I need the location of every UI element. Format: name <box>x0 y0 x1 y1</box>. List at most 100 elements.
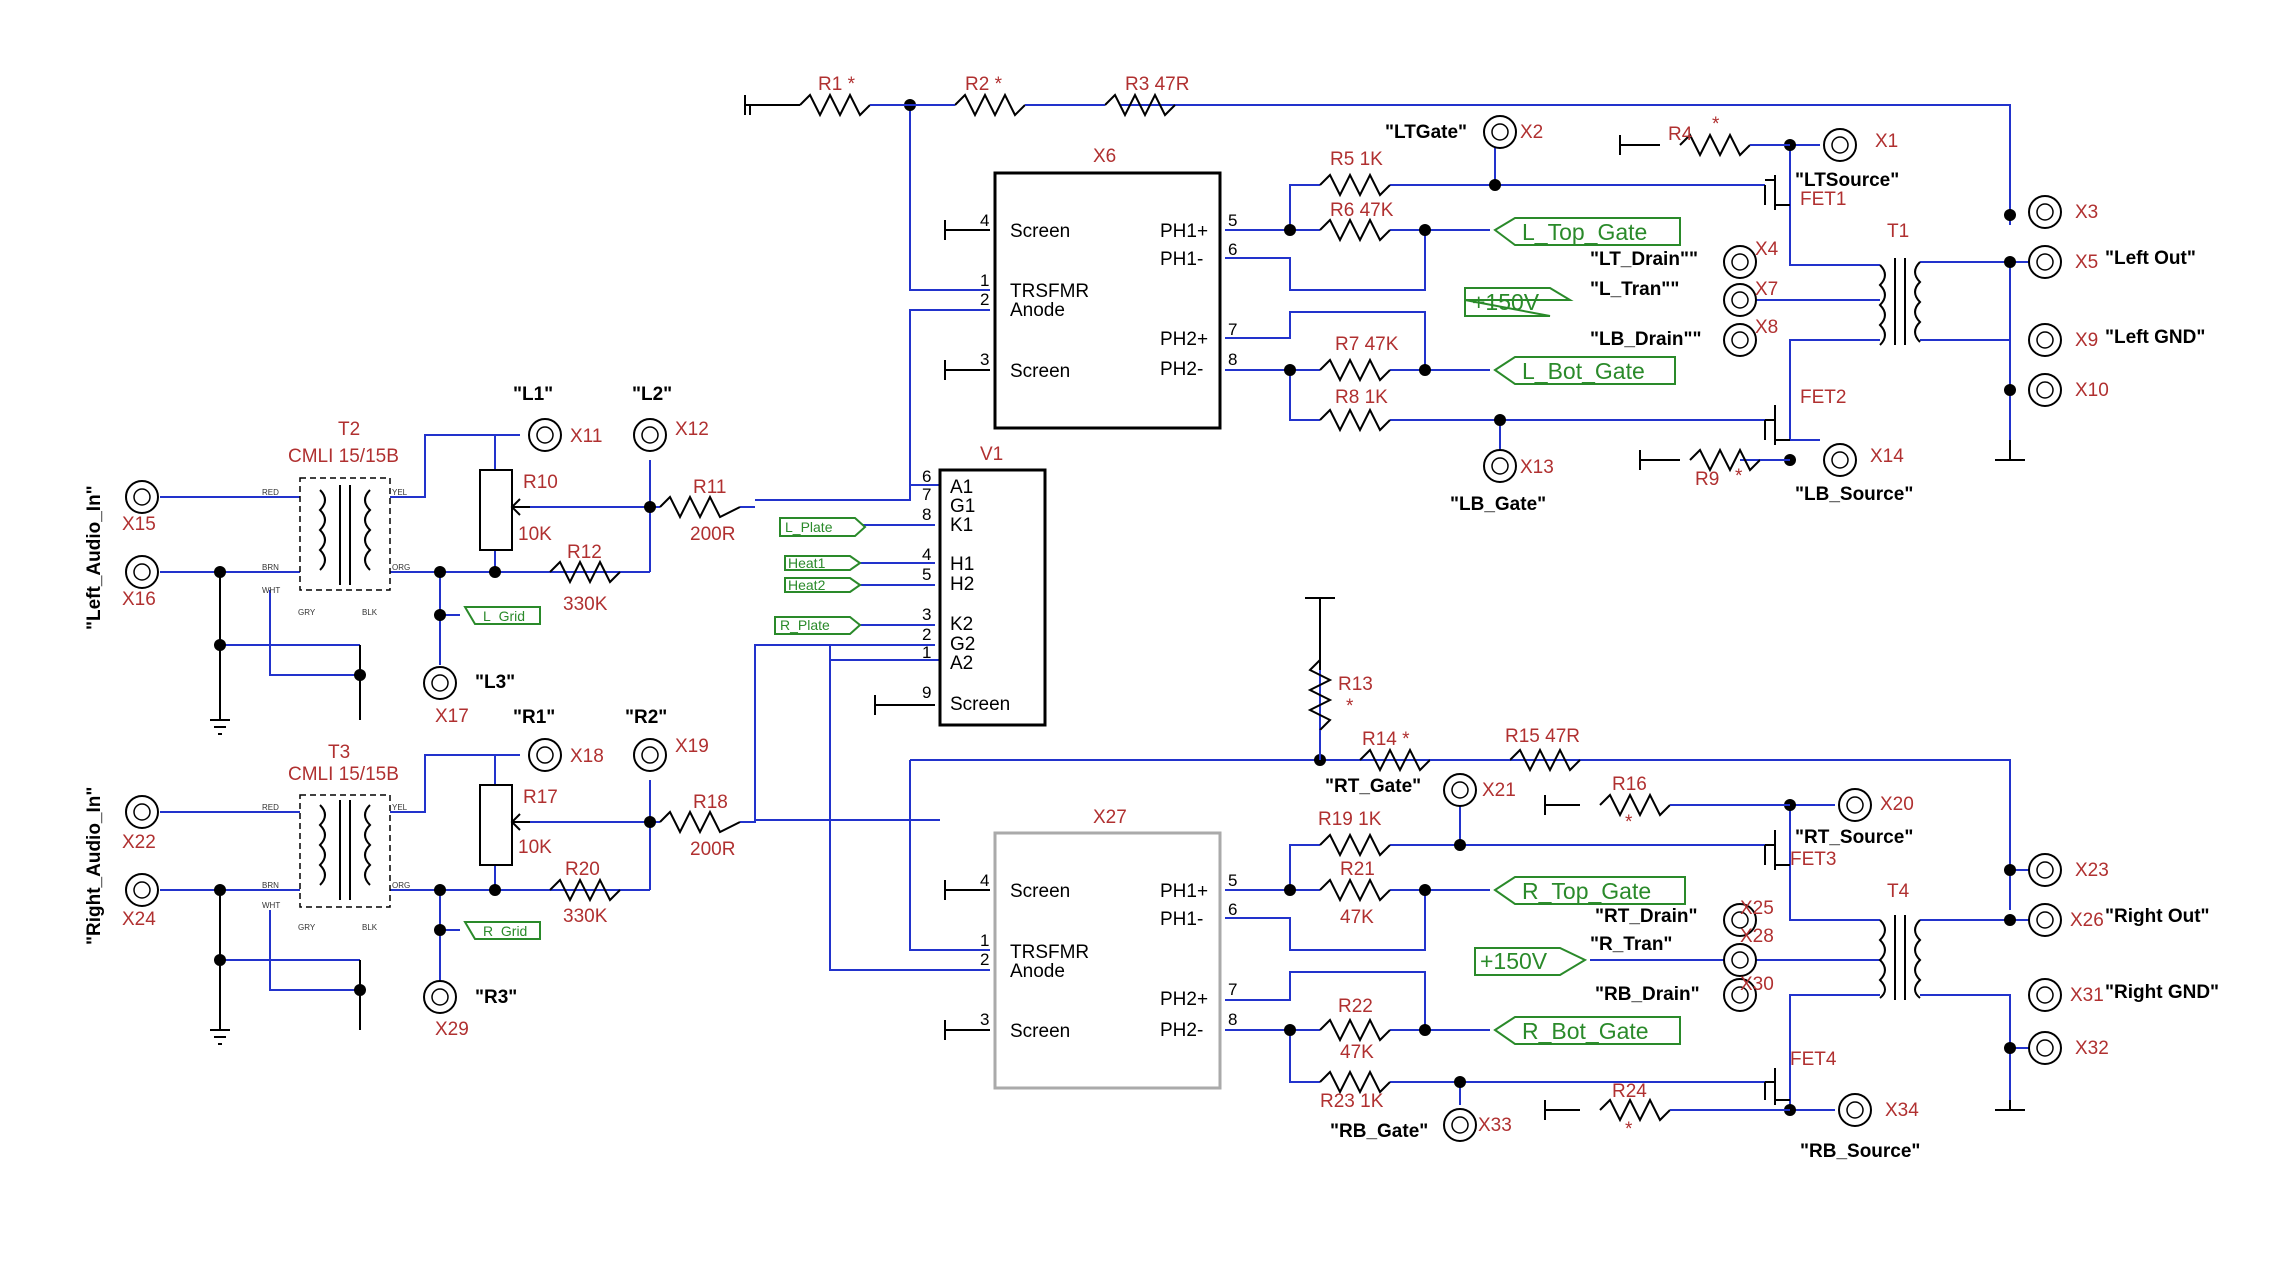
label-X30: X30 <box>1740 974 1774 995</box>
x27-pin8: 8 <box>1228 1010 1237 1029</box>
resistor-R6[interactable] <box>1319 217 1391 243</box>
net-RT_Drain: "RT_Drain" <box>1595 906 1697 927</box>
resistor-R5[interactable] <box>1319 172 1391 198</box>
label-X20: X20 <box>1880 794 1914 815</box>
label-X22: X22 <box>122 832 156 853</box>
label-R20: R20 <box>565 859 600 880</box>
net-LTSource: "LTSource" <box>1795 170 1899 191</box>
v1-screen: Screen <box>950 694 1010 715</box>
svg-text:ORG: ORG <box>392 563 410 572</box>
resistors <box>549 92 1761 1123</box>
v1-G1: G1 <box>950 496 975 517</box>
net-RT_Gate: "RT_Gate" <box>1325 776 1421 797</box>
svg-text:BRN: BRN <box>262 563 279 572</box>
label-T4: T4 <box>1887 881 1910 902</box>
resistor-R12[interactable] <box>549 559 621 585</box>
resistor-R23[interactable] <box>1319 1069 1391 1095</box>
label-T1: T1 <box>1887 221 1909 242</box>
label-T3: T3 <box>328 742 350 763</box>
net-LB_Drain: "LB_Drain"" <box>1590 329 1702 350</box>
label-R7: R7 47K <box>1335 334 1399 355</box>
resistor-R24[interactable] <box>1599 1097 1671 1123</box>
label-R17-value: 10K <box>518 837 552 858</box>
label-X18: X18 <box>570 746 604 767</box>
resistor-R13[interactable] <box>1307 659 1333 731</box>
tag-R_Top_Gate: R_Top_Gate <box>1522 878 1651 904</box>
resistor-R9[interactable] <box>1689 447 1761 473</box>
x6-screen-bottom: Screen <box>1010 361 1070 382</box>
net-tags <box>463 217 1686 1045</box>
resistor-R18[interactable] <box>659 809 741 835</box>
potentiometer-R17[interactable] <box>479 784 530 866</box>
potentiometer-R10[interactable] <box>479 469 530 551</box>
label-R14: R14 * <box>1362 729 1410 750</box>
label-R21-value: 47K <box>1340 907 1374 928</box>
label-X28: X28 <box>1740 926 1774 947</box>
label-R10: R10 <box>523 472 558 493</box>
x27-ph1m: PH1- <box>1160 909 1203 930</box>
resistor-R4[interactable] <box>1679 132 1751 158</box>
resistor-R7[interactable] <box>1319 357 1391 383</box>
transformer-T2[interactable] <box>299 477 391 591</box>
resistor-R21[interactable] <box>1319 877 1391 903</box>
v1-A2: A2 <box>950 653 973 674</box>
label-X31: X31 <box>2070 985 2104 1006</box>
phase-splitter-X27[interactable] <box>993 831 1222 1090</box>
label-X2: X2 <box>1520 122 1543 143</box>
net-Left_Out: "Left Out" <box>2105 248 2196 269</box>
resistor-R2[interactable] <box>954 92 1026 118</box>
label-R23: R23 1K <box>1320 1091 1384 1112</box>
net-LB_Gate: "LB_Gate" <box>1450 494 1546 515</box>
label-R9: R9 <box>1695 469 1719 490</box>
resistor-R20[interactable] <box>549 877 621 903</box>
x6-ph2m: PH2- <box>1160 359 1203 380</box>
x6-trsfmr: TRSFMR <box>1010 281 1089 302</box>
tag-plus150-R: +150V <box>1480 948 1548 974</box>
tag-R_Bot_Gate: R_Bot_Gate <box>1522 1018 1649 1044</box>
label-R18: R18 <box>693 792 728 813</box>
v1-pin9: 9 <box>922 683 931 702</box>
x6-ph2p: PH2+ <box>1160 329 1208 350</box>
resistor-R19[interactable] <box>1319 832 1391 858</box>
resistor-R16[interactable] <box>1599 792 1671 818</box>
net-LTGate: "LTGate" <box>1385 122 1467 143</box>
tube-V1[interactable] <box>938 468 1047 727</box>
label-X23: X23 <box>2075 860 2109 881</box>
svg-text:BLK: BLK <box>362 608 378 617</box>
tag-Heat1: Heat1 <box>788 555 826 571</box>
net-Left_GND: "Left GND" <box>2105 327 2205 348</box>
resistor-R22[interactable] <box>1319 1017 1391 1043</box>
resistor-R14[interactable] <box>1359 747 1431 773</box>
transformer-T1[interactable] <box>1878 258 1922 346</box>
x27-trsfmr: TRSFMR <box>1010 942 1089 963</box>
resistor-R3[interactable] <box>1104 92 1176 118</box>
x6-screen-top: Screen <box>1010 221 1070 242</box>
x6-pin1: 1 <box>980 271 989 290</box>
v1-pin8: 8 <box>922 505 931 524</box>
x27-pin2: 2 <box>980 950 989 969</box>
tag-R_Grid: R_Grid <box>483 923 527 939</box>
v1-H2: H2 <box>950 574 974 595</box>
phase-splitter-X6[interactable] <box>993 171 1222 430</box>
label-X14: X14 <box>1870 446 1904 467</box>
label-R10-value: 10K <box>518 524 552 545</box>
resistor-R15[interactable] <box>1509 747 1581 773</box>
transformer-T4[interactable] <box>1878 915 1922 1000</box>
svg-text:RED: RED <box>262 803 279 812</box>
resistor-R1[interactable] <box>799 92 871 118</box>
label-R22-value: 47K <box>1340 1042 1374 1063</box>
net-R1: "R1" <box>513 707 555 728</box>
label-V1: V1 <box>980 444 1003 465</box>
transformer-T3[interactable] <box>299 794 391 908</box>
resistor-R8[interactable] <box>1319 407 1391 433</box>
svg-text:YEL: YEL <box>392 488 408 497</box>
label-R12-value: 330K <box>563 594 608 615</box>
x27-ph1p: PH1+ <box>1160 881 1208 902</box>
label-R13-star: * <box>1346 696 1354 717</box>
label-R12: R12 <box>567 542 602 563</box>
component-labels: R1 * R2 * R3 47R R4 * R5 1K R6 47K R7 47… <box>122 74 2109 1140</box>
x6-ph1m: PH1- <box>1160 249 1203 270</box>
label-R20-value: 330K <box>563 906 608 927</box>
v1-pin5: 5 <box>922 565 931 584</box>
resistor-R11[interactable] <box>659 494 741 520</box>
